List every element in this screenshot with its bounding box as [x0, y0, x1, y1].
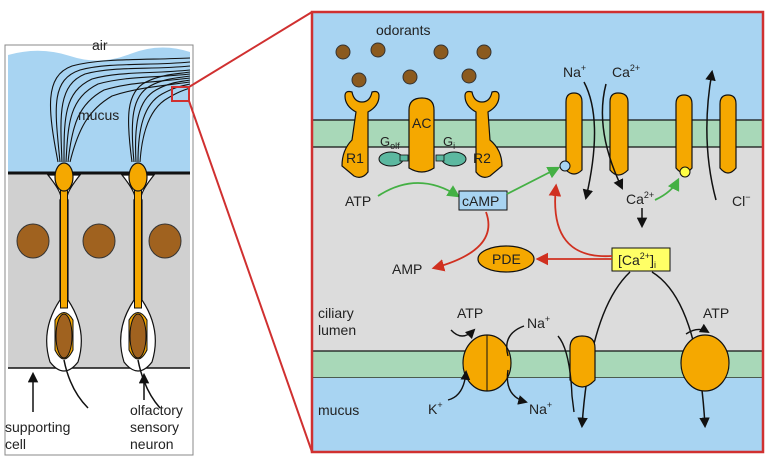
odorant	[351, 72, 367, 88]
odorants-label: odorants	[376, 22, 430, 38]
pde-label: PDE	[492, 251, 521, 267]
mucus-bottom-label: mucus	[318, 402, 359, 418]
zoom-line-top	[188, 11, 313, 88]
cng-channel-right	[609, 92, 629, 176]
ciliary-lumen-label-line1: ciliary	[318, 305, 354, 321]
supporting-label-line2: cell	[5, 436, 26, 452]
cl-channel-right	[719, 94, 737, 174]
right-panel: odorants R1 AC R2 Golf Gi ATP cAMP Na+ C…	[310, 10, 765, 454]
ca-top-label: Ca2+	[612, 63, 640, 80]
air-label: air	[92, 37, 108, 53]
na-pump-in-arrow	[506, 325, 525, 357]
neuron-label-line3: neuron	[130, 436, 174, 452]
k-label: K+	[428, 400, 443, 417]
na-pump-out-arrow	[506, 369, 528, 405]
supporting-nucleus-3	[148, 223, 182, 259]
cl-efflux-arrow	[705, 69, 717, 201]
ciliary-cytoplasm	[312, 147, 763, 351]
amp-label: AMP	[392, 261, 422, 277]
pmca-pump	[680, 334, 730, 392]
cai-to-cng-feedback-arrow	[548, 183, 613, 258]
atp-pump1-arrow	[450, 328, 476, 340]
sensory-neuron-2	[120, 162, 161, 409]
odorant	[335, 44, 351, 60]
cai-label: [Ca2+]i	[618, 251, 656, 270]
mucus-label: mucus	[78, 107, 119, 123]
right-frame	[310, 10, 765, 454]
ca-influx-arrow	[601, 83, 624, 190]
odorant-molecules	[335, 42, 492, 88]
k-influx-arrow	[447, 370, 471, 401]
g-i-linker	[435, 154, 445, 162]
odorant	[402, 69, 418, 85]
na-pump-in-label: Na+	[527, 314, 550, 331]
g-olf-label: Golf	[380, 134, 400, 151]
odorant	[476, 44, 492, 60]
na-into-exchanger-arrow	[557, 335, 575, 413]
g-i-protein	[441, 151, 467, 167]
left-panel: air mucus supporting cell olfactory sens…	[4, 37, 194, 456]
supporting-nucleus-1	[16, 223, 50, 259]
g-i-label: Gi	[443, 134, 455, 151]
cl-ca-site	[679, 166, 691, 178]
odorant	[370, 42, 386, 58]
epithelium	[8, 173, 190, 368]
neuron-label-line1: olfactory	[130, 402, 183, 418]
ca-to-clchannel-arrow	[654, 177, 680, 201]
atp-to-camp-arrow	[377, 182, 461, 198]
ca-in-label: Ca2+	[626, 190, 654, 207]
r1-label: R1	[346, 150, 364, 166]
cilia-neuron-2	[128, 71, 191, 163]
na-pump-out-label: Na+	[529, 400, 552, 417]
sensory-neuron-1	[46, 162, 89, 409]
odorant	[433, 44, 449, 60]
odorant	[461, 68, 477, 84]
adenylyl-cyclase	[408, 97, 435, 173]
na-influx-arrow	[582, 81, 596, 201]
cai-to-exchanger-arrow	[577, 271, 631, 429]
atp-pump1-label: ATP	[457, 305, 483, 321]
zoom-line-bottom	[188, 100, 313, 453]
g-olf-protein	[378, 151, 404, 167]
receptor-r1	[341, 90, 380, 178]
camp-to-cng-arrow	[506, 166, 561, 195]
neuron-label-line2: sensory	[130, 419, 179, 435]
ac-label: AC	[412, 115, 431, 131]
atp-pump2-label: ATP	[703, 305, 729, 321]
r2-label: R2	[473, 150, 491, 166]
mucus-bottom-region	[312, 378, 763, 452]
camp-box	[458, 190, 508, 211]
camp-label: cAMP	[462, 193, 499, 209]
g-olf-linker	[399, 154, 409, 162]
zoom-source-box	[171, 86, 190, 102]
pde-enzyme	[477, 245, 535, 273]
camp-to-amp-arrow	[431, 211, 490, 272]
atp-label: ATP	[345, 193, 371, 209]
mucus-layer	[8, 47, 190, 173]
ciliary-lumen-label-line2: lumen	[318, 322, 356, 338]
atp-pump2-arrow	[685, 323, 710, 335]
supporting-nucleus-2	[82, 223, 116, 259]
na-ca-exchanger	[569, 335, 596, 388]
cng-channel-left	[565, 92, 583, 175]
supporting-label-line1: supporting	[5, 419, 70, 435]
cl-label: Cl−	[732, 192, 751, 209]
cai-to-pmca-arrow	[651, 271, 710, 429]
cl-channel-left	[675, 94, 693, 174]
cng-camp-site	[559, 160, 571, 172]
receptor-r2	[464, 90, 503, 178]
na-top-label: Na+	[563, 63, 586, 80]
